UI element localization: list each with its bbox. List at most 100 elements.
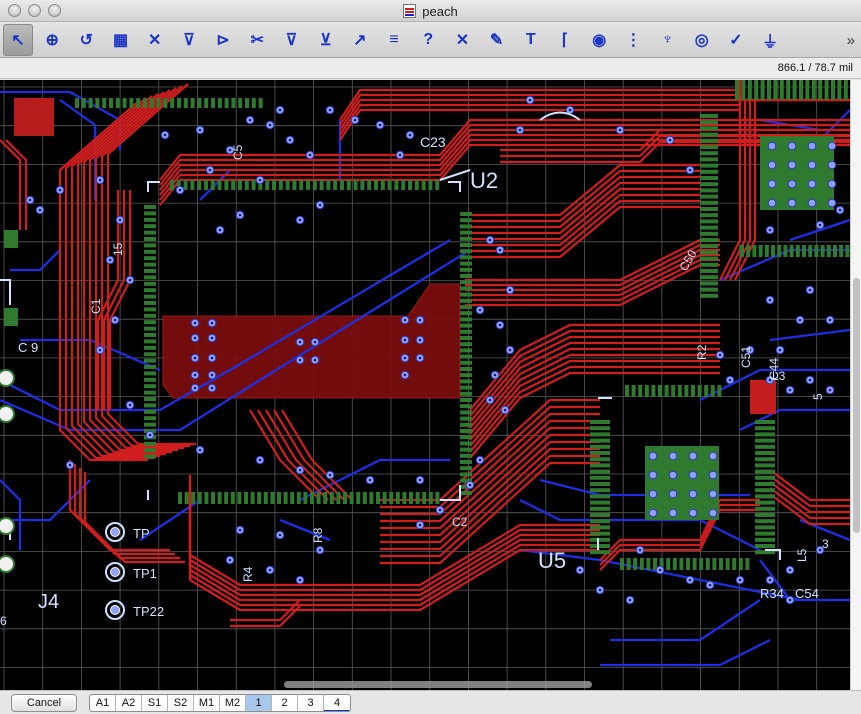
u2-right-pad (700, 132, 718, 137)
label-l5: L5 (795, 548, 809, 562)
select-tool-button[interactable]: ↖ (3, 23, 33, 56)
top-pad-row (88, 98, 93, 108)
label-r2: R2 (695, 344, 709, 360)
thermal-via (767, 160, 777, 170)
top-right-connector-pad (786, 80, 791, 100)
bus-tool-button[interactable]: ≡ (379, 24, 409, 56)
via-hole (193, 336, 197, 340)
layer-button-a1[interactable]: A1 (90, 694, 116, 711)
top-trace-center (273, 409, 345, 501)
top-trace-u5-right (599, 508, 760, 571)
mirror-tool-button[interactable]: ⊳ (208, 24, 238, 56)
layer-button-1[interactable]: 1 (246, 694, 272, 711)
u1-top-pad (183, 180, 188, 190)
layer-button-m2[interactable]: M2 (220, 694, 246, 711)
u1-top-pad (401, 180, 406, 190)
u5-bottom-pad (732, 558, 737, 570)
layer-button-a2[interactable]: A2 (116, 694, 142, 711)
via-hole (68, 463, 72, 467)
u5-bottom-pad (620, 558, 624, 570)
via-hole (838, 208, 842, 212)
attribute-tool-button[interactable]: ⋮ (618, 24, 648, 56)
circle-tool-button[interactable]: ◉ (584, 24, 614, 56)
u1-left-pad (144, 313, 156, 318)
zoom-tool-button[interactable]: ⊕ (37, 24, 67, 56)
via-hole (298, 358, 302, 362)
wire-tool-button[interactable]: ↗ (345, 24, 375, 56)
delete-tool-button[interactable]: ✕ (447, 24, 477, 56)
test-point-ring (105, 562, 125, 582)
cut-tool-button[interactable]: ✂ (242, 24, 272, 56)
text-tool-button[interactable]: T (516, 24, 546, 56)
toolbar-overflow-button[interactable]: » (846, 32, 855, 49)
hole-tool-button[interactable]: ◎ (687, 24, 717, 56)
ground-tool-button[interactable]: ⏚ (755, 24, 785, 56)
u2-left-pad (460, 342, 472, 347)
route-tool-button[interactable]: ✕ (140, 24, 170, 56)
u1-bottom-pad (389, 492, 394, 504)
u1-top-pad (394, 180, 399, 190)
layer-button-s1[interactable]: S1 (142, 694, 168, 711)
close-window-button[interactable] (8, 4, 21, 17)
top-trace-diagonal-bundle (469, 347, 720, 435)
u1-bottom-pad (362, 492, 367, 504)
via-hole (528, 98, 532, 102)
u2-left-pad (460, 336, 472, 340)
u1-left-pad (144, 390, 156, 395)
vertical-scrollbar[interactable] (850, 80, 861, 690)
zoom-window-button[interactable] (48, 4, 61, 17)
thermal-via (648, 470, 658, 480)
top-trace-diagonal-bundle (469, 329, 720, 417)
top-trace-lower-diagonal (380, 440, 600, 544)
top-pad-row (109, 98, 113, 108)
u5-top-pad (625, 385, 629, 397)
layer-button-4[interactable]: 4 (324, 695, 350, 711)
top-right-connector-pad (799, 80, 803, 100)
via-hole (38, 208, 42, 212)
pin-tool-button[interactable]: ♆ (653, 24, 683, 56)
horizontal-scroll-thumb[interactable] (284, 681, 592, 688)
layer-button-3[interactable]: 3 (298, 694, 324, 711)
via-hole (128, 403, 132, 407)
via-hole (718, 353, 722, 357)
u5-left-pad (590, 432, 610, 437)
u5-right-pad (755, 506, 775, 511)
vertical-scroll-thumb[interactable] (853, 278, 860, 533)
split-tool-button[interactable]: ⊽ (174, 24, 204, 56)
title-container: peach (0, 0, 861, 22)
draw-tool-button[interactable]: ✎ (482, 24, 512, 56)
top-trace-lower-diagonal (380, 426, 600, 530)
grid-layer (0, 80, 850, 690)
u1-bottom-pad (329, 492, 334, 504)
rotate-tool-button[interactable]: ↺ (71, 24, 101, 56)
u1-bottom-pad (244, 492, 248, 504)
top-trace-left-bundle (82, 91, 172, 454)
top-trace-u5-right (599, 503, 760, 566)
layer-button-2[interactable]: 2 (272, 694, 298, 711)
save-tool-button[interactable]: ▦ (106, 24, 136, 56)
top-right-connector-pad (818, 80, 823, 100)
u1-left-pad (144, 205, 156, 209)
u2-left-pad (460, 472, 472, 477)
via-tool-button[interactable]: ⊻ (311, 24, 341, 56)
via-hole (468, 483, 472, 487)
u2-left-pad (460, 348, 472, 353)
arc-tool-button[interactable]: ⌈ (550, 24, 580, 56)
layer-button-m1[interactable]: M1 (194, 694, 220, 711)
thermal-via (787, 198, 797, 208)
title-bar: peach (0, 0, 861, 22)
thermal-via (708, 451, 718, 461)
minimize-window-button[interactable] (28, 4, 41, 17)
layer-button-s2[interactable]: S2 (168, 694, 194, 711)
ground-tool-icon: ⏚ (762, 33, 779, 51)
label-r34: R34 (760, 586, 784, 601)
cancel-button[interactable]: Cancel (11, 693, 77, 712)
place-tool-button[interactable]: ⊽ (277, 24, 307, 56)
via-hole (403, 318, 407, 322)
info-tool-button[interactable]: ? (413, 24, 443, 56)
top-trace-u2-right (465, 187, 700, 241)
check-tool-button[interactable]: ✓ (721, 24, 751, 56)
via-hole (268, 568, 272, 572)
